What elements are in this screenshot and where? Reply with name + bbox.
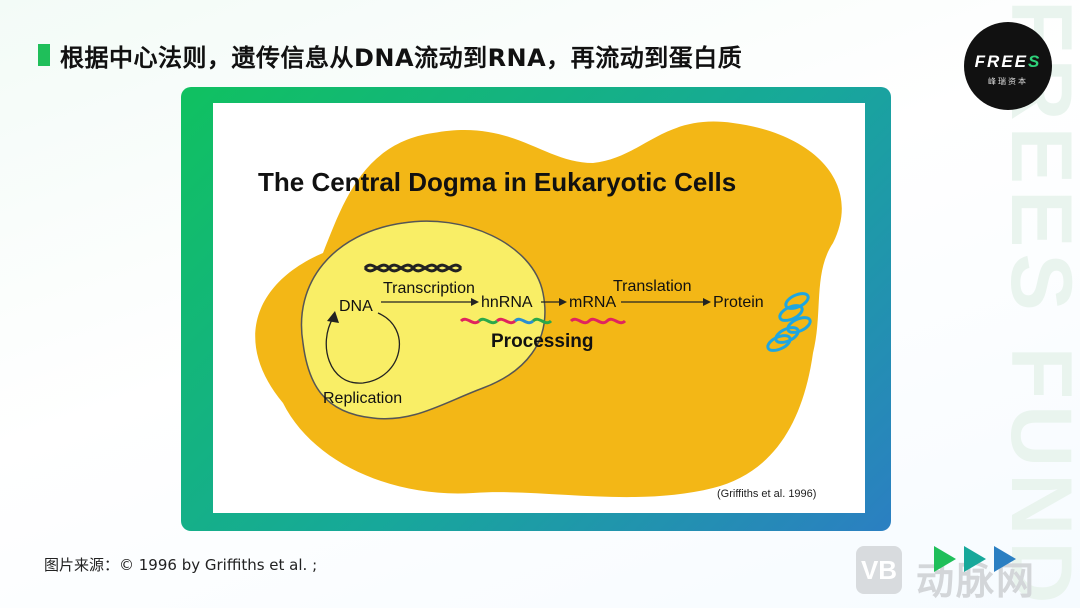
flow-arrows	[381, 298, 711, 306]
play-arrow-icon	[934, 546, 956, 572]
label-hnrna: hnRNA	[481, 294, 533, 311]
central-dogma-diagram: The Central Dogma in Eukaryotic Cells DN…	[255, 121, 842, 500]
logo-wordmark-prefix: FREE	[974, 52, 1028, 71]
logo-subtitle: 峰瑞资本	[988, 77, 1028, 86]
play-arrow-icon	[964, 546, 986, 572]
figure-citation: (Griffiths et al. 1996)	[717, 488, 816, 500]
label-protein: Protein	[713, 294, 764, 311]
mrna-squiggle-icon	[569, 317, 627, 325]
slide-title: 根据中心法则，遗传信息从DNA流动到RNA，再流动到蛋白质	[60, 44, 743, 72]
label-replication: Replication	[323, 390, 402, 407]
label-mrna: mRNA	[569, 294, 616, 311]
protein-coil-icon	[766, 292, 812, 352]
title-accent-bar	[38, 44, 50, 66]
hnrna-squiggle-icon	[459, 317, 553, 325]
label-dna: DNA	[339, 298, 373, 315]
decorative-play-arrows	[934, 546, 1016, 572]
diagram-title: The Central Dogma in Eukaryotic Cells	[258, 167, 736, 197]
brand-badge-icon: VB	[856, 546, 902, 594]
central-dogma-figure: The Central Dogma in Eukaryotic Cells DN…	[213, 103, 865, 513]
nucleus	[300, 220, 546, 420]
label-translation: Translation	[613, 278, 692, 295]
dna-helix-icon	[363, 263, 463, 273]
label-processing: Processing	[491, 331, 593, 352]
replication-loop-arrow	[325, 311, 401, 384]
image-source-caption: 图片来源：© 1996 by Griffiths et al. ;	[44, 556, 318, 574]
logo-wordmark-suffix: S	[1028, 52, 1042, 71]
logo-wordmark: FREES	[964, 52, 1052, 72]
frees-logo: FREES 峰瑞资本	[964, 22, 1052, 110]
play-arrow-icon	[994, 546, 1016, 572]
label-transcription: Transcription	[383, 280, 475, 297]
